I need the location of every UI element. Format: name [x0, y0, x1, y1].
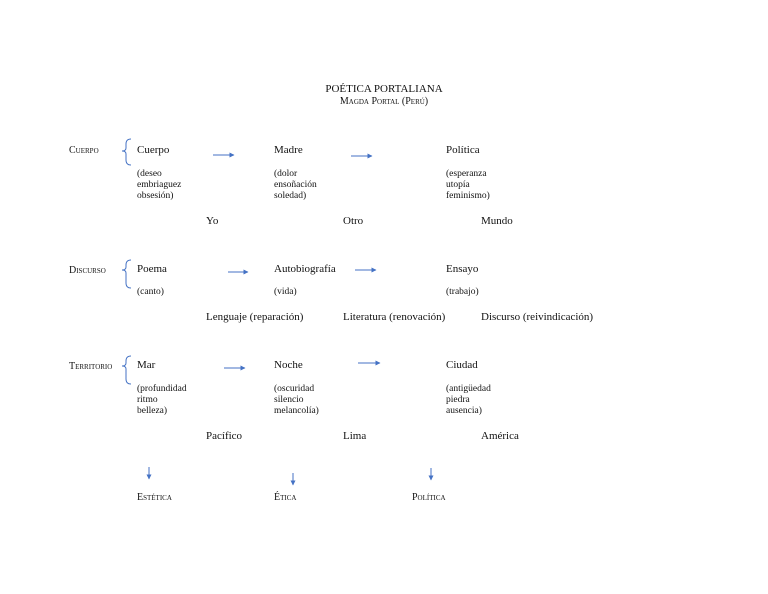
detail-poema: (canto): [137, 287, 164, 297]
node-autobiografia: Autobiografía: [274, 263, 336, 275]
detail-ensayo: (trabajo): [446, 287, 479, 297]
detail-noche: (oscuridad silencio melancolía): [274, 384, 319, 416]
bracket-territorio: [121, 355, 132, 385]
outcome-politica: Política: [412, 492, 446, 503]
bracket-discurso: [121, 259, 132, 289]
outcome-etica: Ética: [274, 492, 297, 503]
result-lenguaje: Lenguaje (reparación): [206, 311, 304, 323]
result-pacifico: Pacífico: [206, 430, 243, 442]
result-otro: Otro: [343, 215, 364, 227]
node-politica: Política: [446, 144, 480, 156]
result-america: América: [481, 430, 519, 442]
node-cuerpo: Cuerpo: [137, 144, 170, 156]
detail-mar: (profundidad ritmo belleza): [137, 384, 187, 416]
detail-ciudad: (antigüedad piedra ausencia): [446, 384, 491, 416]
node-mar: Mar: [137, 359, 156, 371]
node-ensayo: Ensayo: [446, 263, 479, 275]
detail-cuerpo: (deseo embriaguez obsesión): [137, 169, 182, 201]
node-noche: Noche: [274, 359, 303, 371]
result-discurso: Discurso (reivindicación): [481, 311, 594, 323]
detail-autobiografia: (vida): [274, 287, 297, 297]
result-mundo: Mundo: [481, 215, 513, 227]
result-yo: Yo: [206, 215, 219, 227]
result-literatura: Literatura (renovación): [343, 311, 446, 323]
category-territorio: Territorio: [69, 361, 113, 372]
node-madre: Madre: [274, 144, 303, 156]
diagram-subtitle: Magda Portal (Perú): [339, 96, 429, 107]
outcome-estetica: Estética: [137, 492, 172, 503]
result-lima: Lima: [343, 430, 367, 442]
detail-politica: (esperanza utopía feminismo): [446, 169, 490, 201]
category-discurso: Discurso: [69, 265, 106, 276]
detail-madre: (dolor ensoñación soledad): [274, 169, 317, 201]
node-poema: Poema: [137, 263, 167, 275]
node-ciudad: Ciudad: [446, 359, 478, 371]
category-cuerpo: Cuerpo: [69, 145, 99, 156]
bracket-cuerpo: [121, 138, 132, 166]
diagram-title: POÉTICA PORTALIANA: [325, 83, 443, 95]
